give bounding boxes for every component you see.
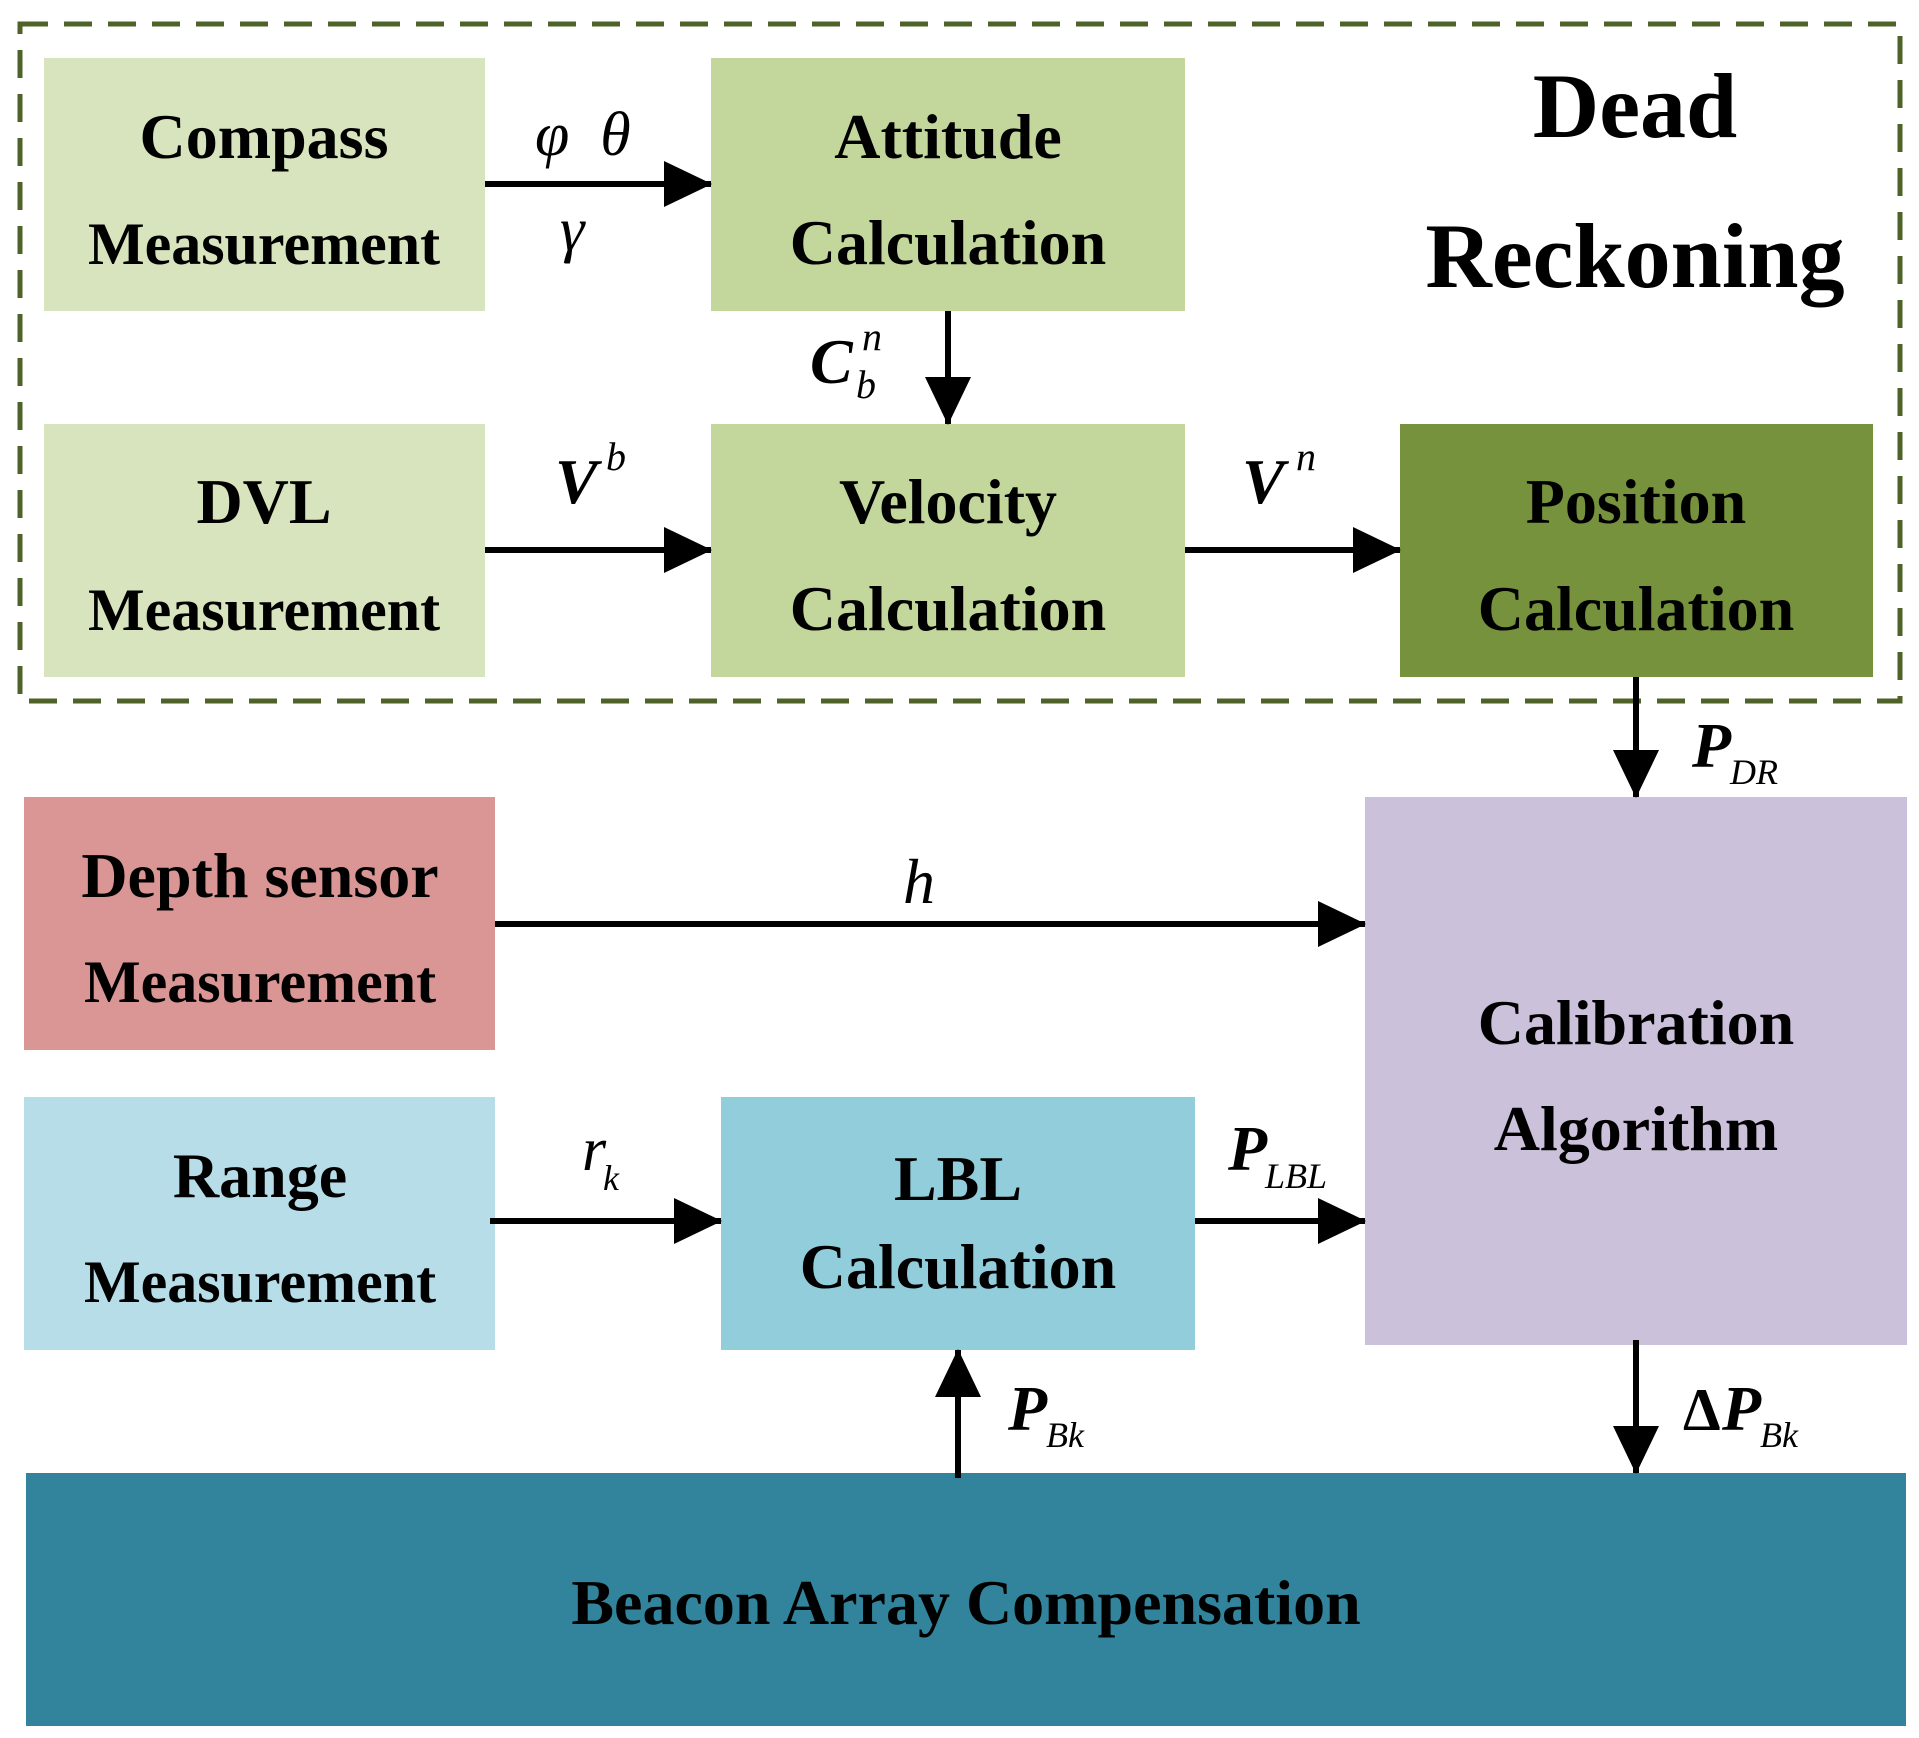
signal-h: h [903,846,935,917]
compass-measurement-box: Compass Measurement [44,58,485,311]
signal-vn: V [1242,446,1290,517]
signal-vb: V [555,446,603,517]
signal-phi-theta: φ θ [535,101,631,169]
signal-delta-pbk-prefix: Δ [1683,1377,1721,1443]
velocity-calculation-box: Velocity Calculation [711,424,1185,677]
signal-pbk-sub: Bk [1046,1415,1085,1455]
lbl-calculation-box: LBL Calculation [721,1097,1195,1350]
signal-plbl: P [1227,1113,1268,1184]
dvl-label-line2: Measurement [88,577,440,643]
signal-cbn-sub: b [856,362,876,407]
lbl-label-line1: LBL [894,1143,1022,1214]
dvl-label-line1: DVL [196,466,331,537]
compass-label-line2: Measurement [88,211,440,277]
signal-plbl-sub: LBL [1264,1156,1327,1196]
beacon-array-compensation-box: Beacon Array Compensation [26,1473,1906,1726]
velocity-label-line1: Velocity [839,466,1057,537]
position-label-line1: Position [1526,466,1746,537]
signal-rk-sub: k [603,1158,620,1198]
compass-label-line1: Compass [140,101,389,172]
region-title-line2: Reckoning [1425,205,1844,307]
signal-rk: r [582,1116,607,1184]
calibration-algorithm-box: Calibration Algorithm [1365,797,1907,1345]
signal-gamma: γ [560,196,586,264]
range-label-line1: Range [173,1140,347,1211]
dead-reckoning-region [17,21,1903,704]
depth-sensor-measurement-box: Depth sensor Measurement [24,797,495,1050]
position-label-line2: Calculation [1478,573,1794,644]
calibration-label-line2: Algorithm [1494,1093,1778,1164]
signal-pdr-sub: DR [1729,752,1778,792]
depth-label-line1: Depth sensor [81,840,438,911]
signal-cbn-sup: n [862,314,882,359]
range-measurement-box: Range Measurement [24,1097,495,1350]
region-title-line1: Dead [1533,55,1737,157]
signal-pdr: P [1691,710,1732,781]
depth-label-line2: Measurement [84,949,436,1015]
beacon-label: Beacon Array Compensation [571,1567,1360,1638]
signal-delta-pbk-sub: Bk [1760,1415,1799,1455]
signal-cbn: C [810,326,854,397]
signal-vb-sup: b [606,434,626,479]
signal-pbk: P [1007,1373,1048,1444]
signal-delta-pbk: P [1721,1373,1762,1444]
calibration-label-line1: Calibration [1478,987,1794,1058]
dvl-measurement-box: DVL Measurement [44,424,485,677]
velocity-label-line2: Calculation [790,573,1106,644]
signal-vn-sup: n [1296,434,1316,479]
position-calculation-box: Position Calculation [1400,424,1873,677]
attitude-label-line1: Attitude [834,101,1062,172]
attitude-calculation-box: Attitude Calculation [711,58,1185,311]
attitude-label-line2: Calculation [790,207,1106,278]
range-label-line2: Measurement [84,1249,436,1315]
lbl-label-line2: Calculation [800,1231,1116,1302]
